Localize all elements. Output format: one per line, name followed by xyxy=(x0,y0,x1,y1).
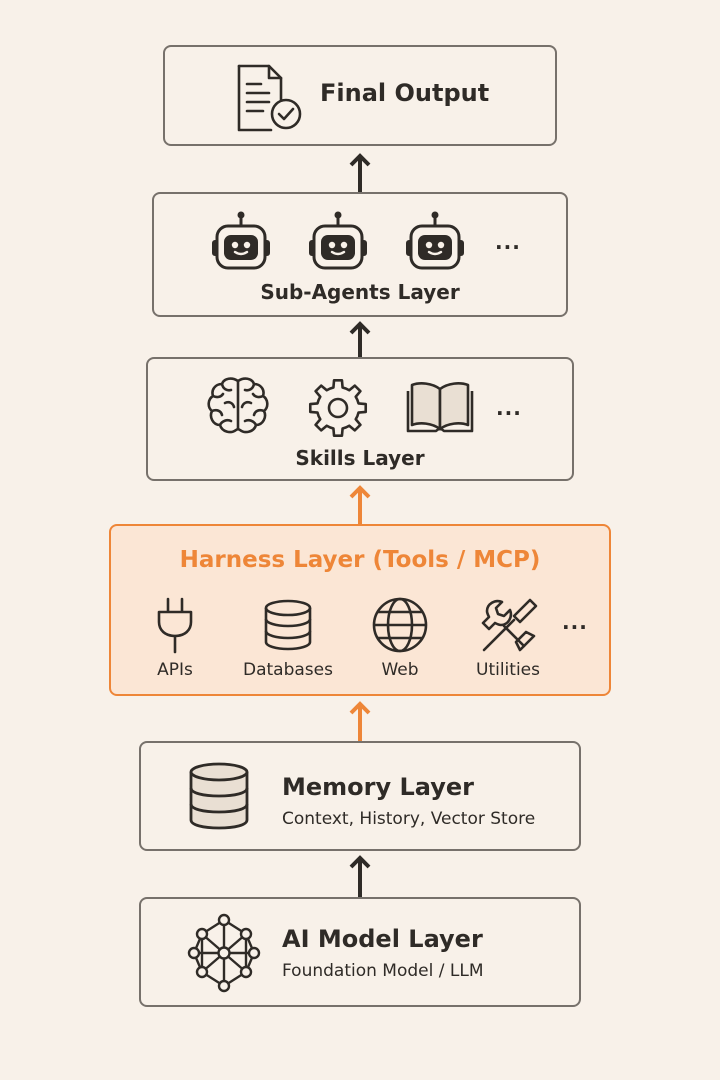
more-indicator: ... xyxy=(495,230,521,254)
plug-icon xyxy=(155,596,195,654)
tools-icon xyxy=(480,596,538,654)
memory-layer-box: Memory Layer Context, History, Vector St… xyxy=(139,741,581,851)
arrow-up-accent xyxy=(348,700,372,742)
memory-layer-title: Memory Layer xyxy=(282,773,474,801)
ai-model-layer-box: AI Model Layer Foundation Model / LLM xyxy=(139,897,581,1007)
gear-icon xyxy=(308,378,368,438)
ai-model-layer-title: AI Model Layer xyxy=(282,925,483,953)
more-indicator: ... xyxy=(496,396,522,420)
document-check-icon xyxy=(235,62,307,134)
utilities-label: Utilities xyxy=(476,660,540,680)
harness-layer-title: Harness Layer (Tools / MCP) xyxy=(179,547,541,573)
apis-label: APIs xyxy=(157,660,193,680)
arrow-up xyxy=(348,854,372,898)
robot-icon xyxy=(210,210,272,270)
final-output-title: Final Output xyxy=(320,79,490,107)
skills-layer-title: Skills Layer xyxy=(295,446,425,470)
arrow-up-accent xyxy=(348,484,372,524)
memory-layer-subtitle: Context, History, Vector Store xyxy=(282,809,536,829)
final-output-box: Final Output xyxy=(163,45,557,146)
sub-agents-layer-title: Sub-Agents Layer xyxy=(260,280,460,304)
brain-icon xyxy=(205,375,271,437)
arrow-up xyxy=(348,152,372,192)
ai-model-layer-subtitle: Foundation Model / LLM xyxy=(282,961,484,981)
web-label: Web xyxy=(381,660,419,680)
neural-network-icon xyxy=(187,913,261,993)
database-stack-icon xyxy=(188,762,250,830)
skills-layer-box: ... Skills Layer xyxy=(146,357,574,481)
harness-layer-box: Harness Layer (Tools / MCP) APIs Databas… xyxy=(109,524,611,696)
sub-agents-layer-box: ... Sub-Agents Layer xyxy=(152,192,568,317)
book-icon xyxy=(406,379,474,433)
database-icon xyxy=(262,599,314,651)
globe-icon xyxy=(371,596,429,654)
more-indicator: ... xyxy=(562,610,588,634)
robot-icon xyxy=(307,210,369,270)
databases-label: Databases xyxy=(243,660,333,680)
robot-icon xyxy=(404,210,466,270)
arrow-up xyxy=(348,320,372,358)
